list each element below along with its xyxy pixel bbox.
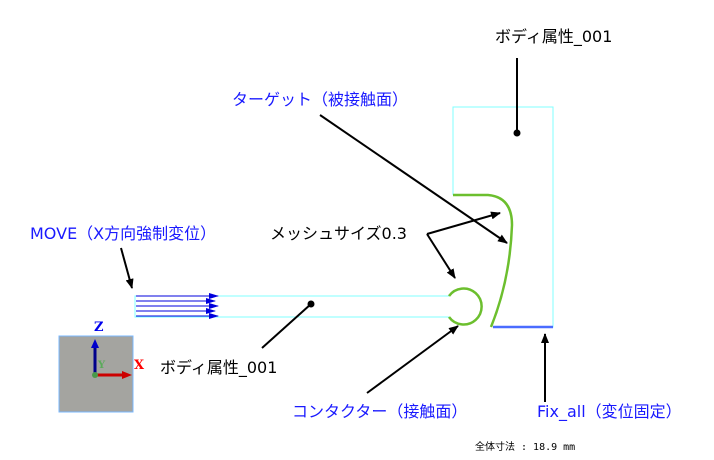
left-body [134,287,483,326]
mesh-size-label: メッシュサイズ0.3 [270,224,407,243]
target-label: ターゲット（被接触面） [232,90,409,109]
body-attribute-label-bottom: ボディ属性_001 [160,358,278,377]
body-attribute-label-top: ボディ属性_001 [495,27,613,46]
right-body [452,106,554,329]
move-label: MOVE（X方向強制変位） [30,224,217,243]
overall-size-text: 全体寸法 : 18.9 mm [475,442,576,453]
fix-all-label: Fix_all（変位固定） [537,402,682,421]
leader-lines [120,58,549,402]
axis-triad [58,335,134,413]
target-surface [453,193,514,328]
contactor-label: コンタクター（接触面） [292,402,468,421]
x-axis-label: X [134,358,145,373]
z-axis-label: Z [94,320,104,335]
contactor-surface [447,287,483,326]
y-axis-label: Y [98,360,106,371]
displacement-load-arrows [136,293,219,319]
